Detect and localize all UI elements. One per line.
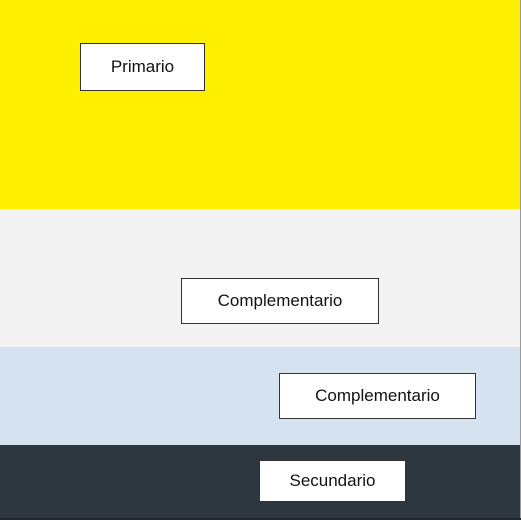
secondary-label: Secundario — [259, 460, 406, 502]
bottom-edge-line — [0, 518, 521, 520]
complementary-label-1: Complementario — [181, 278, 379, 324]
primary-label: Primario — [80, 43, 205, 91]
complementary-label-2: Complementario — [279, 373, 476, 419]
primary-band — [0, 0, 521, 209]
